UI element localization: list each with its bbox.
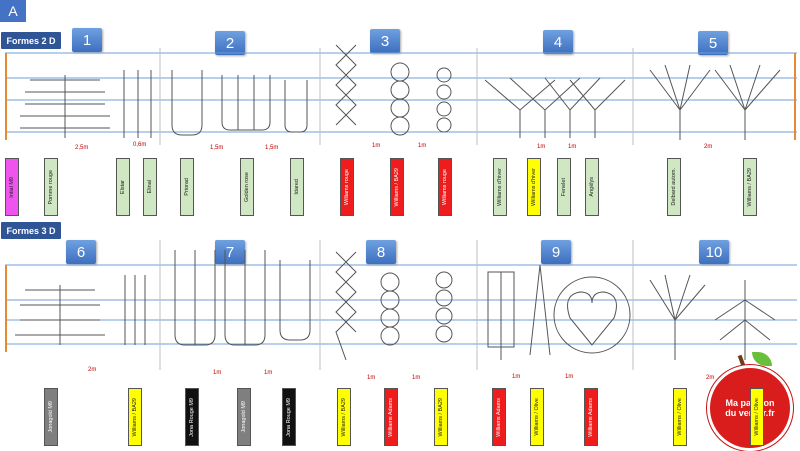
variety-name: Williams Adams [388, 397, 394, 437]
form-number: 8 [366, 240, 396, 264]
variety-tag: Priorad [180, 158, 194, 216]
dimension-label: 2m [88, 367, 97, 373]
variety-name: Williams / Olive [534, 398, 540, 436]
variety-tag: Williams d'hiver [493, 158, 507, 216]
logo-line-1: Ma passion [725, 398, 774, 408]
variety-name: Williams / BA29 [341, 397, 347, 437]
dimension-label: 1m [568, 144, 577, 150]
variety-tag: Williams / BA29 [743, 158, 757, 216]
variety-name: Williams / Olive [754, 398, 760, 436]
variety-tag: Delbard autom. [667, 158, 681, 216]
dimension-label: 1m [372, 143, 381, 149]
form-number: 7 [215, 240, 245, 264]
figure-label: A [0, 0, 26, 22]
variety-name: Elstar [120, 179, 126, 195]
variety-name: Priorad [184, 178, 190, 196]
variety-tag: Williams / Olive [750, 388, 764, 446]
variety-name: Golden rose [244, 172, 250, 202]
dimension-label: 1m [418, 143, 427, 149]
variety-name: Jonagold M9 [48, 401, 54, 433]
variety-name: Williams / BA29 [747, 167, 753, 207]
section-title-2d: Formes 2 D [1, 32, 61, 49]
variety-tag: Williams rouge [438, 158, 452, 216]
variety-name: Angélys [589, 177, 595, 197]
form-number: 1 [72, 28, 102, 52]
variety-name: Williams / BA29 [132, 397, 138, 437]
variety-name: Pomme rouge [48, 169, 54, 205]
variety-name: Williams / Olive [677, 398, 683, 436]
variety-name: Williams rouge [442, 168, 448, 206]
dimension-label: 0,6m [133, 142, 147, 148]
variety-tag: Williams Adams [584, 388, 598, 446]
variety-tag: Williams Adams [384, 388, 398, 446]
variety-tag: Angélys [585, 158, 599, 216]
variety-tag: Williams / BA29 [434, 388, 448, 446]
variety-tag: Williams / BA29 [390, 158, 404, 216]
form-number: 4 [543, 30, 573, 54]
variety-name: Williams Adams [496, 397, 502, 437]
variety-tag: Golden rose [240, 158, 254, 216]
variety-tag: Intial M9 [5, 158, 19, 216]
variety-name: Jonagold M9 [241, 401, 247, 433]
dimension-label: 1m [264, 370, 273, 376]
dimension-label: 1m [565, 374, 574, 380]
dimension-label: 1,5m [265, 145, 279, 151]
variety-tag: Williams / BA29 [128, 388, 142, 446]
variety-tag: Fenelet [557, 158, 571, 216]
variety-name: Jona Rouge M9 [286, 397, 292, 437]
apple-leaf-icon [752, 352, 772, 366]
form-number: 2 [215, 31, 245, 55]
dimension-label: 1m [537, 144, 546, 150]
variety-tag: Jona Rouge M9 [185, 388, 199, 446]
form-number: 10 [699, 240, 729, 264]
variety-tag: Williams / Olive [530, 388, 544, 446]
variety-tag: Pomme rouge [44, 158, 58, 216]
variety-tag: Williams / BA29 [337, 388, 351, 446]
dimension-label: 1,5m [210, 145, 224, 151]
dimension-label: 1m [213, 370, 222, 376]
variety-name: Williams d'hiver [497, 167, 503, 207]
variety-name: Intial M9 [9, 176, 15, 198]
form-number: 6 [66, 240, 96, 264]
variety-name: Williams / BA29 [438, 397, 444, 437]
variety-tag: Jona Rouge M9 [282, 388, 296, 446]
form-number: 5 [698, 31, 728, 55]
form-number: 3 [370, 29, 400, 53]
form-number: 9 [541, 240, 571, 264]
variety-name: Williams Adams [588, 397, 594, 437]
variety-name: Williams rouge [344, 168, 350, 206]
variety-tag: Williams Adams [492, 388, 506, 446]
dimension-label: 1m [412, 375, 421, 381]
variety-tag: Idared [290, 158, 304, 216]
dimension-label: 2,5m [75, 145, 89, 151]
variety-tag: Jonagold M9 [44, 388, 58, 446]
variety-tag: Williams d'hiver [527, 158, 541, 216]
variety-tag: Williams rouge [340, 158, 354, 216]
dimension-label: 1m [512, 374, 521, 380]
variety-name: Williams / BA29 [394, 167, 400, 207]
variety-tag: Williams / Olive [673, 388, 687, 446]
dimension-label: 2m [704, 144, 713, 150]
variety-name: Williams d'hiver [531, 167, 537, 207]
variety-name: Delbard autom. [671, 168, 677, 206]
variety-tag: Elinal [143, 158, 157, 216]
variety-name: Jona Rouge M9 [189, 397, 195, 437]
dimension-label: 2m [706, 375, 715, 381]
dimension-label: 1m [367, 375, 376, 381]
variety-tag: Elstar [116, 158, 130, 216]
variety-tag: Jonagold M9 [237, 388, 251, 446]
section-title-3d: Formes 3 D [1, 222, 61, 239]
variety-name: Fenelet [561, 177, 567, 197]
variety-name: Idared [294, 179, 300, 195]
variety-name: Elinal [147, 180, 153, 194]
